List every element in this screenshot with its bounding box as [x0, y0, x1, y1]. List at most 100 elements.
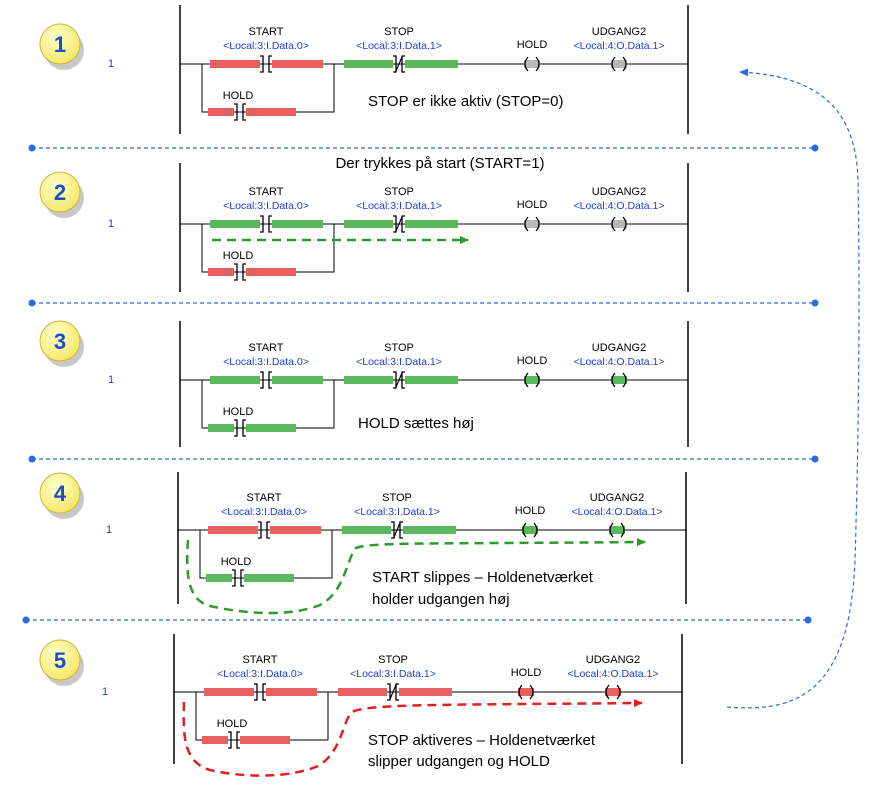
start-address: <Local:3:I.Data.0> — [223, 40, 309, 52]
output-coil-fill — [609, 526, 625, 534]
step-number: 1 — [54, 32, 66, 57]
stop-contact-left-bar — [344, 220, 393, 228]
separator-dot — [28, 455, 36, 463]
output-coil-right-arc — [620, 522, 625, 538]
stop-address: <Local:3:I.Data.1> — [356, 200, 442, 212]
step-badge-circle — [39, 472, 81, 514]
stop-contact-bracket-left — [393, 371, 397, 389]
start-contact — [210, 55, 323, 73]
hold-coil-left-arc — [524, 372, 529, 388]
output-coil-fill — [611, 60, 627, 68]
start-contact-bracket-left — [260, 55, 264, 73]
stop-contact — [342, 521, 456, 539]
hold-contact-left-bar — [208, 268, 234, 276]
hold-coil-right-arc — [533, 522, 538, 538]
stop-contact — [344, 371, 458, 389]
output-label: UDGANG2 — [590, 492, 644, 504]
rung-step-1: 11START<Local:3:I.Data.0>STOP<Local:3:I.… — [39, 5, 689, 134]
output-coil-left-arc — [611, 372, 616, 388]
step-caption: slipper udgangen og HOLD — [368, 753, 550, 770]
output-coil-right-arc — [622, 56, 627, 72]
step-number: 3 — [54, 329, 66, 354]
stop-address: <Local:3:I.Data.1> — [356, 40, 442, 52]
hold-contact — [208, 103, 296, 121]
step-separators — [22, 144, 819, 624]
hold-contact — [208, 263, 296, 281]
stop-contact-bracket-right — [395, 683, 399, 701]
hold-coil-label: HOLD — [511, 667, 542, 679]
start-contact-bracket-left — [254, 683, 258, 701]
stop-contact — [344, 215, 458, 233]
stop-contact-nc-slash — [389, 684, 397, 700]
hold-coil-fill — [524, 220, 540, 228]
start-address: <Local:3:I.Data.0> — [223, 356, 309, 368]
stop-contact-bracket-left — [391, 521, 395, 539]
output-label: UDGANG2 — [592, 26, 646, 38]
stop-label: STOP — [384, 186, 414, 198]
start-contact-right-bar — [270, 526, 321, 534]
step-number: 5 — [54, 648, 66, 673]
start-contact-left-bar — [204, 688, 254, 696]
hold-branch-wire — [201, 64, 335, 113]
hold-contact — [206, 569, 294, 587]
separator-dot — [811, 455, 819, 463]
stop-contact-right-bar — [405, 220, 458, 228]
step-caption: STOP aktiveres – Holdenetværket — [368, 732, 596, 749]
start-contact — [208, 521, 321, 539]
stop-contact-bracket-left — [393, 55, 397, 73]
hold-coil-left-arc — [522, 522, 527, 538]
start-contact-bracket-left — [258, 521, 262, 539]
stop-contact-nc-slash — [395, 216, 403, 232]
hold-coil-label: HOLD — [517, 39, 548, 51]
stop-label: STOP — [382, 492, 412, 504]
start-contact-right-bar — [272, 220, 323, 228]
start-contact-right-bar — [272, 60, 323, 68]
start-label: START — [248, 26, 283, 38]
stop-contact-nc-slash — [395, 372, 403, 388]
hold-contact-right-bar — [246, 268, 296, 276]
start-contact-bracket-right — [266, 521, 270, 539]
start-contact-right-bar — [266, 688, 317, 696]
hold-contact — [202, 731, 290, 749]
separator-dot — [804, 616, 812, 624]
start-contact-right-bar — [272, 376, 323, 384]
stop-contact-right-bar — [403, 526, 456, 534]
output-coil — [609, 522, 625, 538]
output-label: UDGANG2 — [592, 342, 646, 354]
stop-contact — [344, 55, 458, 73]
stop-address: <Local:3:I.Data.1> — [350, 668, 436, 680]
hold-contact-bracket-right — [242, 419, 246, 437]
intro-caption: Der trykkes på start (START=1) — [335, 155, 544, 172]
rung-number: 1 — [108, 218, 114, 230]
hold-contact-bracket-right — [236, 731, 240, 749]
hold-contact-bracket-right — [240, 569, 244, 587]
stop-label: STOP — [384, 26, 414, 38]
step-badge-circle — [39, 320, 81, 362]
step-caption: STOP er ikke aktiv (STOP=0) — [368, 93, 563, 110]
hold-coil-label: HOLD — [517, 355, 548, 367]
hold-contact — [208, 419, 296, 437]
hold-coil — [524, 372, 540, 388]
hold-coil-right-arc — [535, 372, 540, 388]
stop-contact-left-bar — [342, 526, 391, 534]
hold-coil-right-arc — [535, 56, 540, 72]
hold-contact-bracket-right — [242, 103, 246, 121]
hold-coil-right-arc — [529, 684, 534, 700]
start-label: START — [242, 654, 277, 666]
step-badge: 1 — [39, 23, 84, 70]
hold-contact-left-bar — [206, 574, 232, 582]
rung-number: 1 — [108, 374, 114, 386]
rung-step-3: 31START<Local:3:I.Data.0>STOP<Local:3:I.… — [39, 320, 689, 447]
output-label: UDGANG2 — [586, 654, 640, 666]
step-badge-circle — [39, 23, 81, 65]
start-contact-left-bar — [210, 60, 260, 68]
output-coil-left-arc — [605, 684, 610, 700]
hold-contact-left-bar — [208, 424, 234, 432]
stop-contact-bracket-right — [401, 371, 405, 389]
start-label: START — [248, 342, 283, 354]
hold-coil — [524, 216, 540, 232]
hold-coil-fill — [522, 526, 538, 534]
rung-step-2: 21START<Local:3:I.Data.0>STOP<Local:3:I.… — [39, 163, 689, 292]
hold-coil-fill — [518, 688, 534, 696]
